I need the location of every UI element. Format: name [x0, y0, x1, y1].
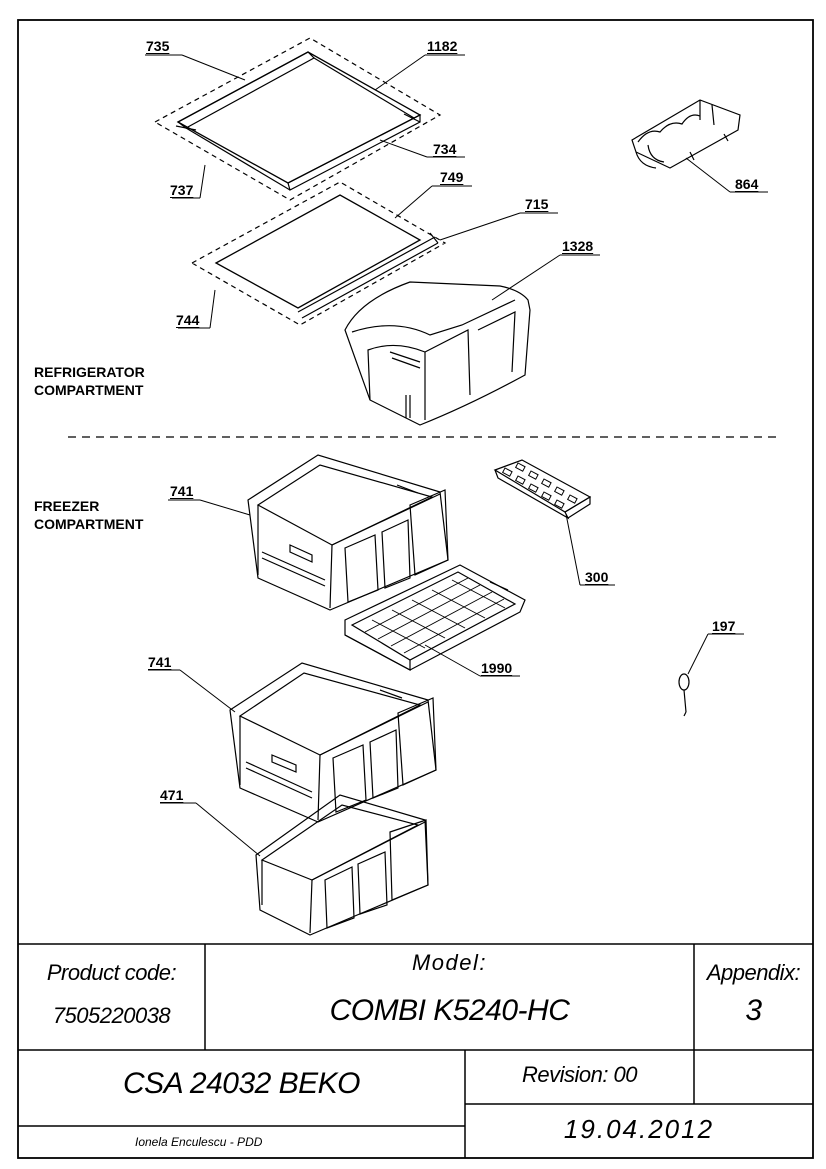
- refrigerator-label-line2: COMPARTMENT: [34, 382, 144, 398]
- freezer-drawer-741-lower: [229, 662, 437, 823]
- crisper-drawer-1328: [344, 281, 531, 426]
- date: 19.04.2012: [563, 1114, 715, 1144]
- part-label-300: 300: [585, 569, 609, 585]
- freezer-drawer-741-upper: [247, 454, 449, 611]
- part-label-471: 471: [160, 787, 184, 803]
- ice-tray-grate-1990: [344, 564, 526, 672]
- key-197: [678, 673, 690, 717]
- egg-holder-864: [631, 99, 741, 169]
- freezer-drawer-471: [255, 794, 429, 936]
- title-block-grid: [18, 943, 813, 1158]
- part-label-749: 749: [440, 169, 464, 185]
- freezer-section-label: FREEZER COMPARTMENT: [34, 497, 143, 533]
- shelf-assembly-744: [190, 181, 447, 326]
- revision: Revision: 00: [521, 1062, 638, 1087]
- product-code-value: 7505220038: [52, 1003, 171, 1028]
- drawing-border: [17, 19, 814, 1159]
- document-number: CSA 24032 BEKO: [122, 1067, 361, 1100]
- product-code-label: Product code:: [46, 960, 177, 985]
- shelf-assembly-737: [153, 37, 442, 201]
- appendix-value: 3: [745, 994, 762, 1027]
- model-value: COMBI K5240-HC: [329, 994, 570, 1027]
- part-label-1990: 1990: [481, 660, 513, 676]
- part-label-744: 744: [176, 312, 200, 328]
- refrigerator-section-label: REFRIGERATOR COMPARTMENT: [34, 363, 145, 399]
- author: Ionela Enculescu - PDD: [135, 1135, 263, 1149]
- freezer-label-line1: FREEZER: [34, 498, 100, 514]
- part-label-864: 864: [735, 176, 759, 192]
- part-label-737: 737: [170, 182, 194, 198]
- part-label-741-lower: 741: [148, 654, 172, 670]
- leader-lines: [145, 54, 768, 857]
- refrigerator-label-line1: REFRIGERATOR: [34, 364, 145, 380]
- model-label: Model:: [411, 950, 488, 975]
- freezer-label-line2: COMPARTMENT: [34, 516, 144, 532]
- part-label-715: 715: [525, 196, 549, 212]
- ice-tray-300: [493, 459, 592, 520]
- part-label-735: 735: [146, 38, 170, 54]
- part-label-1328: 1328: [562, 238, 594, 254]
- appendix-label: Appendix:: [706, 960, 801, 985]
- part-label-741-upper: 741: [170, 483, 194, 499]
- part-label-734: 734: [433, 141, 457, 157]
- part-label-197: 197: [712, 618, 736, 634]
- part-label-1182: 1182: [427, 38, 458, 54]
